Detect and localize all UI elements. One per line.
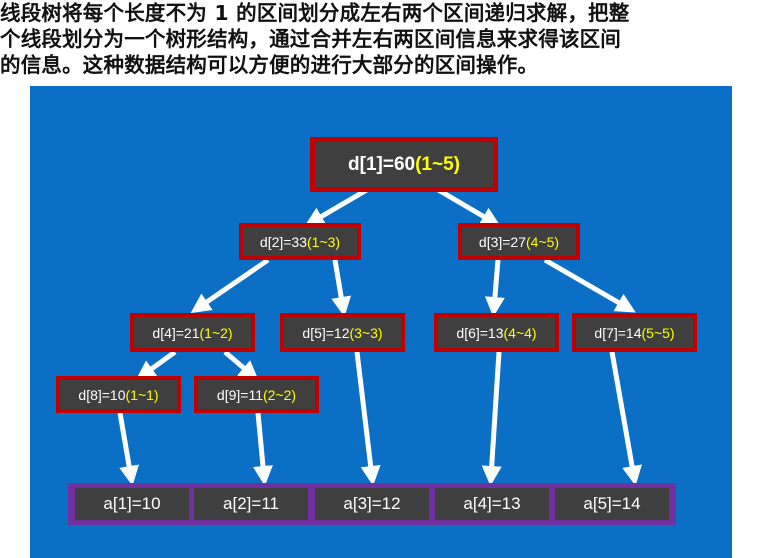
node-range: (4~4): [503, 324, 537, 341]
node-label: d[2]=33: [259, 233, 308, 250]
tree-node-d4: d[4]=21(1~2): [130, 313, 255, 352]
array-cell-a2: a[2]=11: [194, 488, 308, 520]
node-range: (1~2): [199, 324, 233, 341]
array-cell-a4: a[4]=13: [435, 488, 549, 520]
array-row: a[1]=10 a[2]=11 a[3]=12 a[4]=13 a[5]=14: [68, 483, 676, 525]
node-range: (2~2): [262, 386, 297, 403]
node-label: d[4]=21: [152, 324, 200, 341]
tree-node-d1: d[1]=60(1~5): [310, 137, 498, 192]
node-label: d[7]=14: [594, 324, 642, 341]
node-range: (3~3): [349, 324, 383, 341]
array-cell-a5: a[5]=14: [555, 488, 669, 520]
tree-node-d6: d[6]=13(4~4): [434, 313, 559, 352]
node-range: (1~3): [307, 233, 341, 250]
intro-line-1: 线段树将每个长度不为 1 的区间划分成左右两个区间递归求解，把整: [0, 1, 630, 25]
node-label: d[6]=13: [456, 324, 504, 341]
node-label: d[9]=11: [216, 386, 263, 403]
node-range: (4~5): [526, 233, 560, 250]
node-label: d[1]=60: [348, 153, 416, 175]
tree-node-d7: d[7]=14(5~5): [572, 313, 697, 352]
node-label: d[5]=12: [302, 324, 350, 341]
intro-text: 线段树将每个长度不为 1 的区间划分成左右两个区间递归求解，把整 个线段划分为一…: [0, 0, 763, 78]
tree-node-d3: d[3]=27(4~5): [458, 223, 580, 260]
node-label: d[3]=27: [478, 233, 527, 250]
node-range: (5~5): [641, 324, 675, 341]
intro-line-2: 个线段划分为一个树形结构，通过合并左右两区间信息来求得该区间: [0, 27, 621, 51]
tree-node-d5: d[5]=12(3~3): [280, 313, 405, 352]
tree-node-d2: d[2]=33(1~3): [239, 223, 361, 260]
array-cell-a1: a[1]=10: [75, 488, 189, 520]
tree-node-d8: d[8]=10(1~1): [56, 376, 181, 413]
tree-node-d9: d[9]=11(2~2): [194, 376, 319, 413]
node-range: (1~1): [125, 386, 159, 403]
array-cell-a3: a[3]=12: [315, 488, 429, 520]
node-label: d[8]=10: [78, 386, 126, 403]
intro-line-3: 的信息。这种数据结构可以方便的进行大部分的区间操作。: [0, 53, 539, 77]
node-range: (1~5): [415, 153, 460, 175]
